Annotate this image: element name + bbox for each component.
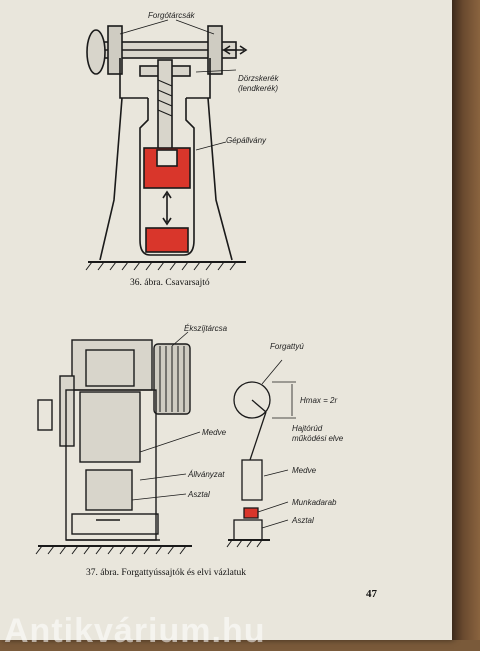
figure37-caption: 37. ábra. Forgattyússajtók és elvi vázla… [86,568,246,578]
figure36-caption: 36. ábra. Csavarsajtó [130,278,210,288]
label-frame: Gépállvány [226,136,267,145]
crank-press-drawing [35,331,201,555]
label-crank: Forgattyú [270,342,304,351]
label-workpiece: Munkadarab [292,498,337,507]
label-friction-discs: Forgótárcsák [148,11,195,20]
label-table-left: Asztal [188,490,210,499]
label-flywheel: (lendkerék) [238,84,279,93]
label-conrod-line2: működési elve [292,434,344,443]
watermark: Antikvárium.hu [4,612,266,650]
label-ram-left: Medve [202,428,227,437]
label-conrod-line1: Hajtórúd [292,424,323,433]
crank-schematic [226,359,296,548]
label-stroke-formula: Hmax = 2r [300,396,338,405]
page-number: 47 [366,588,377,600]
label-friction-wheel: Dörzskerék [238,74,279,83]
book-binding [452,0,480,640]
label-clutch-disc: Ékszíjtárcsa [184,324,228,333]
label-stand: Állványzat [188,470,225,479]
label-ram-right: Medve [292,466,317,475]
label-table-right: Asztal [292,516,314,525]
